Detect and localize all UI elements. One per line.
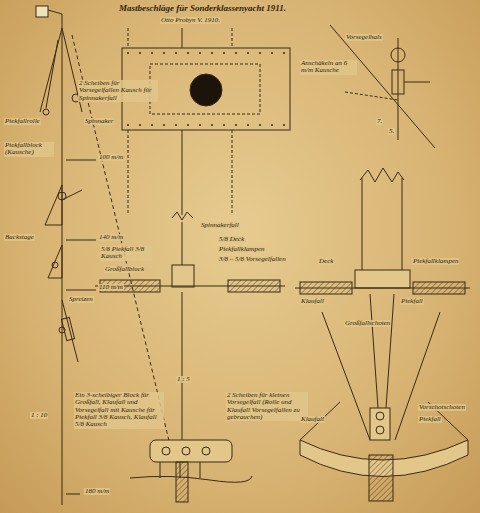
part-name: 3/8 – 5/8 Vorsegelfallen xyxy=(218,256,287,263)
part-name: Spinnakerfall xyxy=(200,222,240,229)
callout-number: 5. xyxy=(388,128,395,135)
part-name: Spreizen xyxy=(68,296,94,303)
dimension: 140 m/m xyxy=(98,234,124,241)
part-name: Piekfallklampen xyxy=(218,246,265,253)
drawing-title: Mastbeschläge für Sonderklassenyacht 191… xyxy=(118,4,287,13)
note: Ein 3-scheibiger Block für Großfall, Kla… xyxy=(74,392,164,429)
part-name: Spinnaker xyxy=(84,118,114,125)
part-name: Piekfallrolle xyxy=(4,118,41,125)
signature: Otto Probyn V. 1910. xyxy=(160,17,221,24)
part-name: 5/8 Deck xyxy=(218,236,245,243)
part-name: Deck xyxy=(318,258,334,265)
part-name: Piekfallklampen xyxy=(412,258,459,265)
dimension: 100 m/m xyxy=(98,154,124,161)
note: 2 Scheiben für kleinen Vorsegelfall (Rol… xyxy=(226,392,308,421)
part-name: Piekfall xyxy=(418,416,442,423)
part-name: Piekfall xyxy=(400,298,424,305)
scale: 1 : 10 xyxy=(30,412,48,419)
dimension: 180 m/m xyxy=(84,488,110,495)
callout-number: 7. xyxy=(376,118,383,125)
part-name: Vorsegelhals xyxy=(345,34,383,41)
part-name: Backstage xyxy=(4,234,35,241)
part-name: Vorschotschoten xyxy=(418,404,466,411)
part-name: Piekfallblock (Kausche) xyxy=(4,142,54,157)
part-name: 5/8 Piekfall 3/8 Kausch xyxy=(100,246,152,261)
dimension: 110 m/m xyxy=(98,284,124,291)
part-name: Klaufall xyxy=(300,298,325,305)
part-name: Großfallblock xyxy=(104,266,145,273)
note: 2 Scheiben für Vorsegelfallen Kausch für… xyxy=(78,80,158,102)
part-name: Großfallschoten xyxy=(344,320,391,327)
part-name: Klaufall xyxy=(300,416,325,423)
note: Anschäkeln an 6 m/m Kausche xyxy=(300,60,357,75)
scale: 1 : 5 xyxy=(176,376,191,383)
